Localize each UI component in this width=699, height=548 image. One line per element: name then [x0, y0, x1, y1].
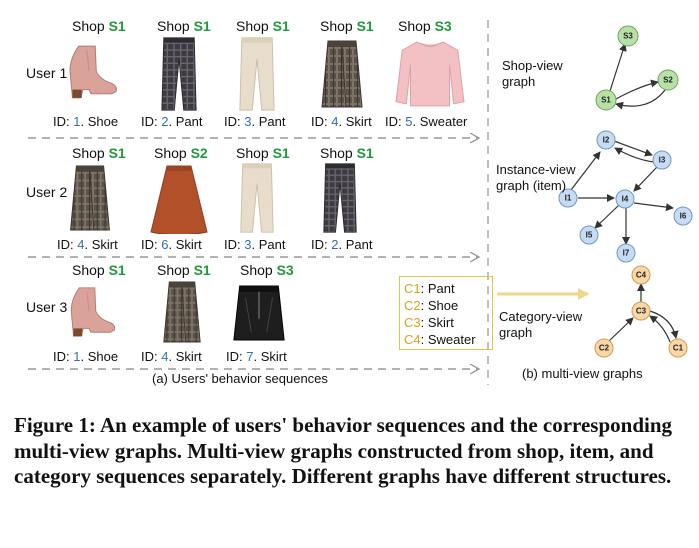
node-label: C4: [636, 271, 647, 280]
item-id-label: ID: 5. Sweater: [385, 114, 468, 129]
node-s2: [657, 69, 679, 91]
beige-pant-icon: [240, 163, 274, 233]
node-label: C2: [599, 344, 610, 353]
node-c4: [631, 265, 651, 285]
node-i6: [673, 206, 693, 226]
orange-skirt-icon: [150, 165, 208, 234]
node-label: I7: [623, 249, 630, 258]
item-id-label: ID: 1. Shoe: [53, 114, 119, 129]
category-view-graph: C4 C3 C2 C1: [594, 265, 688, 358]
shop-label: Shop S3: [240, 262, 294, 278]
legend-entry: C2: Shoe: [404, 298, 459, 313]
node-c3: [631, 301, 651, 321]
node-label: S1: [601, 96, 611, 105]
node-label: C1: [673, 344, 684, 353]
node-s3: [617, 25, 639, 47]
shoe-icon: [69, 45, 117, 99]
shop-label: Shop S1: [320, 18, 374, 34]
user-label: User 3: [26, 299, 68, 315]
figure-canvas: S3 S2 S1 I1 I2 I3 I4 I5 I6: [28, 20, 693, 385]
legend-entry: C1: Pant: [404, 281, 455, 296]
leather-skirt-icon: [233, 285, 285, 341]
shop-label: Shop S1: [236, 18, 290, 34]
node-i1: [558, 188, 578, 208]
figure-1: S3 S2 S1 I1 I2 I3 I4 I5 I6: [26, 18, 693, 386]
user-label: User 1: [26, 65, 68, 81]
legend-entry: C3: Skirt: [404, 315, 454, 330]
shop-label: Shop S1: [72, 262, 126, 278]
node-label: I4: [622, 195, 629, 204]
node-i5: [579, 225, 599, 245]
category-legend: C1: Pant C2: Shoe C3: Skirt C4: Sweater: [399, 276, 493, 350]
plaid-pant-icon: [323, 163, 357, 233]
item-id-label: ID: 4. Skirt: [311, 114, 372, 129]
node-c1: [668, 338, 688, 358]
figure-caption: Figure 1: An example of users' behavior …: [14, 413, 673, 488]
graphs-caption: (b) multi-view graphs: [522, 366, 643, 381]
item-id-label: ID: 3. Pant: [224, 114, 286, 129]
node-i3: [652, 150, 672, 170]
node-label: C3: [636, 307, 647, 316]
node-s1: [595, 89, 617, 111]
node-label: S3: [623, 32, 633, 41]
node-label: I6: [680, 212, 687, 221]
shop-label: Shop S1: [72, 18, 126, 34]
shop-label: Shop S1: [236, 145, 290, 161]
node-label: I2: [603, 136, 610, 145]
shop-label: Shop S1: [72, 145, 126, 161]
shop-label: Shop S1: [157, 18, 211, 34]
instance-view-graph: I1 I2 I3 I4 I5 I6 I7: [558, 130, 693, 263]
item-id-label: ID: 4. Skirt: [57, 237, 118, 252]
shop-view-graph: S3 S2 S1: [595, 25, 679, 111]
shop-label: Shop S1: [157, 262, 211, 278]
item-id-label: ID: 4. Skirt: [141, 349, 202, 364]
item-id-label: ID: 2. Pant: [311, 237, 373, 252]
shop-label: Shop S2: [154, 145, 208, 161]
item-id-label: ID: 6. Skirt: [141, 237, 202, 252]
shoe-icon: [70, 287, 116, 337]
node-i2: [596, 130, 616, 150]
item-id-label: ID: 7. Skirt: [226, 349, 287, 364]
node-label: I5: [586, 231, 593, 240]
item-id-label: ID: 1. Shoe: [53, 349, 119, 364]
node-label: I1: [565, 194, 572, 203]
pink-sweater-icon: [395, 41, 465, 107]
node-label: I3: [659, 156, 666, 165]
item-id-label: ID: 3. Pant: [224, 237, 286, 252]
user-label: User 2: [26, 184, 68, 200]
node-label: S2: [663, 76, 673, 85]
beige-pant-icon: [239, 37, 275, 111]
plaid-pant-icon: [161, 37, 197, 111]
item-id-label: ID: 2. Pant: [141, 114, 203, 129]
legend-entry: C4: Sweater: [404, 332, 476, 347]
sequences-caption: (a) Users' behavior sequences: [152, 371, 328, 386]
node-c2: [594, 338, 614, 358]
node-i7: [616, 243, 636, 263]
plaid-skirt-icon: [321, 40, 363, 108]
node-i4: [615, 189, 635, 209]
plaid-skirt-icon: [70, 165, 110, 231]
plaid-skirt-icon: [163, 281, 201, 343]
shop-label: Shop S1: [320, 145, 374, 161]
shop-label: Shop S3: [398, 18, 452, 34]
